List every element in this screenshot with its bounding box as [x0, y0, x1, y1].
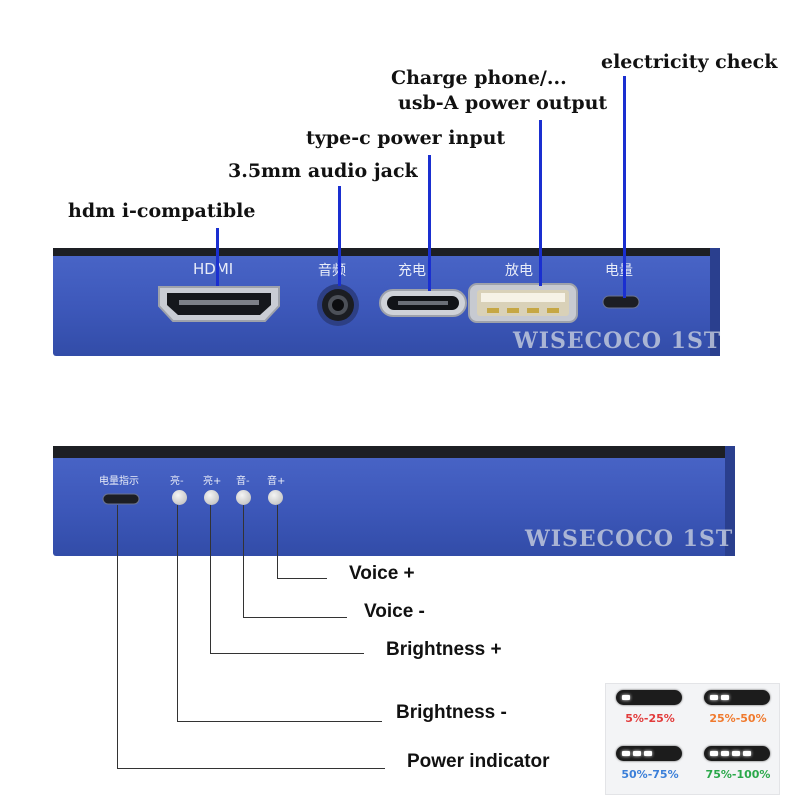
watermark: WISECOCO 1ST	[513, 328, 722, 354]
power-level-label: 电量	[605, 263, 633, 279]
usb-a-port	[468, 283, 578, 323]
battery-led-dot	[710, 751, 718, 756]
callout-brightness-plus: Brightness +	[386, 639, 502, 660]
callout-line-hdmi	[216, 228, 219, 286]
battery-led-dot	[622, 695, 630, 700]
volume-minus-label: 音-	[236, 476, 250, 487]
callout-voice-plus: Voice +	[349, 563, 415, 584]
battery-led-dot	[644, 751, 652, 756]
battery-range-label: 25%-50%	[709, 712, 767, 725]
legend-item: 50%-75%	[610, 742, 690, 786]
battery-led-dot	[633, 751, 641, 756]
line-voice-minus-h	[243, 617, 347, 618]
power-indicator-led	[102, 493, 140, 505]
audio-jack-port	[317, 284, 359, 326]
charge-port-label: 充电	[398, 263, 426, 279]
line-brightness-minus-v	[177, 505, 178, 721]
device-top-view: HDMI 音频 充电 放电 电量 WISECOCO 1ST	[53, 248, 720, 356]
callout-voice-minus: Voice -	[364, 601, 425, 622]
hdmi-port-label: HDMI	[193, 260, 234, 278]
battery-led-dot	[622, 751, 630, 756]
line-brightness-plus-h	[210, 653, 364, 654]
battery-level-legend: 5%-25% 25%-50% 50%-75% 75%-100%	[605, 683, 780, 795]
line-voice-plus-h	[277, 578, 327, 579]
legend-item: 75%-100%	[698, 742, 778, 786]
line-brightness-minus-h	[177, 721, 382, 722]
callout-charge-line1: Charge phone/...	[391, 67, 567, 89]
callout-hdmi: hdm i-compatible	[68, 200, 256, 222]
battery-led-dot	[732, 751, 740, 756]
battery-led-dot	[721, 695, 729, 700]
battery-range-label: 50%-75%	[621, 768, 679, 781]
power-indicator-label: 电量指示	[99, 476, 139, 487]
callout-line-electricity	[623, 76, 626, 298]
callout-charge-line2: usb-A power output	[398, 92, 608, 114]
device-right-shade-bottom	[725, 446, 735, 556]
brightness-plus-button[interactable]	[204, 490, 219, 505]
line-voice-plus-v	[277, 505, 278, 578]
battery-led-indicator	[616, 690, 682, 705]
device-bottom-view: 电量指示 亮- 亮+ 音- 音+ WISECOCO 1ST	[53, 446, 735, 556]
battery-led-indicator	[704, 690, 770, 705]
volume-minus-button[interactable]	[236, 490, 251, 505]
usb-c-port	[379, 289, 467, 317]
callout-line-audio	[338, 186, 341, 286]
brightness-minus-button[interactable]	[172, 490, 187, 505]
brightness-plus-label: 亮+	[203, 476, 222, 487]
audio-port-label: 音频	[318, 263, 346, 279]
battery-range-label: 5%-25%	[625, 712, 675, 725]
device-top-edge	[53, 248, 720, 256]
watermark-bottom: WISECOCO 1ST	[525, 526, 734, 552]
battery-led-dot	[710, 695, 718, 700]
callout-audio-jack: 3.5mm audio jack	[228, 160, 418, 182]
callout-brightness-minus: Brightness -	[396, 702, 507, 723]
battery-led-indicator	[704, 746, 770, 761]
brightness-minus-label: 亮-	[170, 476, 184, 487]
callout-power-indicator: Power indicator	[407, 751, 550, 772]
callout-line-typec	[428, 155, 431, 291]
line-voice-minus-v	[243, 505, 244, 617]
battery-led-indicator	[616, 746, 682, 761]
legend-item: 25%-50%	[698, 686, 778, 730]
callout-typec: type-c power input	[306, 127, 506, 149]
volume-plus-label: 音+	[267, 476, 286, 487]
device-top-edge-bottom	[53, 446, 735, 458]
hdmi-port	[158, 286, 280, 322]
volume-plus-button[interactable]	[268, 490, 283, 505]
line-brightness-plus-v	[210, 505, 211, 653]
battery-led-dot	[721, 751, 729, 756]
power-check-led	[602, 295, 640, 309]
battery-range-label: 75%-100%	[705, 768, 771, 781]
callout-line-usb-a	[539, 120, 542, 286]
device-right-shade	[710, 248, 720, 356]
battery-led-dot	[743, 751, 751, 756]
legend-item: 5%-25%	[610, 686, 690, 730]
line-power-indicator-h	[117, 768, 385, 769]
discharge-port-label: 放电	[505, 263, 533, 279]
line-power-indicator-v	[117, 505, 118, 768]
callout-electricity-check: electricity check	[601, 51, 778, 73]
